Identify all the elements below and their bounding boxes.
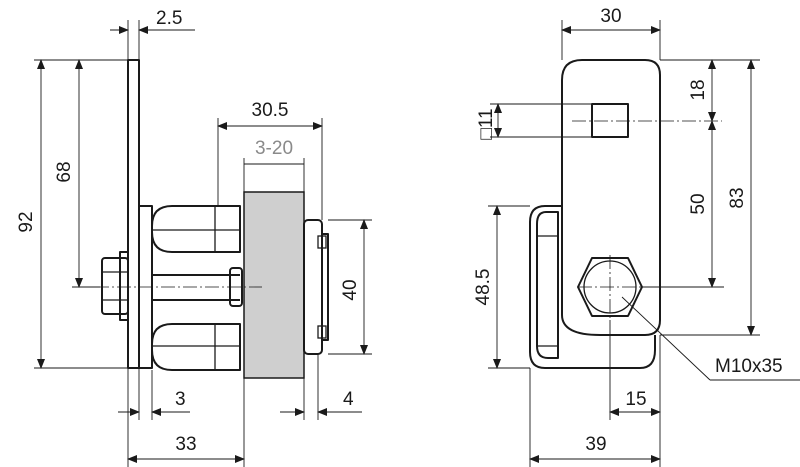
label-front-height: 83 (727, 187, 748, 208)
upper-clamp-jaw (151, 205, 241, 253)
dim-plate-thickness: 2.5 (110, 8, 195, 60)
dim-right-gap: 4 (280, 354, 362, 420)
label-plate-thickness: 2.5 (156, 8, 182, 29)
label-lower-height: 48.5 (473, 269, 494, 306)
label-bracket-width: 30.5 (252, 100, 289, 121)
dim-flange-height: 40 (328, 219, 372, 355)
dim-front-height: 83 (660, 59, 760, 336)
lower-clamp-jaw (151, 323, 241, 371)
label-top-width: 30 (600, 6, 621, 27)
label-bolt-callout: M10x35 (715, 356, 783, 377)
dim-total-height: 92 (16, 59, 128, 369)
dim-overall-depth: 33 (127, 368, 245, 467)
dim-top-offset: 18 (660, 59, 724, 122)
front-clamp-jaw (529, 205, 656, 369)
side-view: 2.5 92 68 30.5 3-20 (16, 8, 372, 467)
label-right-gap: 4 (343, 389, 354, 410)
bolt-callout: M10x35 (621, 296, 800, 381)
mounting-plate (127, 59, 140, 369)
front-view: 30 □11 18 50 83 (473, 6, 800, 467)
dim-top-width: 30 (561, 6, 661, 60)
dim-square-size: □11 (476, 103, 592, 140)
dim-bracket-width: 30.5 (217, 100, 323, 220)
dim-clamp-range: 3-20 (243, 138, 305, 192)
dim-hex-offset: 15 (609, 320, 661, 420)
dim-lower-height: 48.5 (473, 205, 530, 369)
square-hole (591, 103, 629, 138)
label-base-width: 39 (585, 434, 606, 455)
label-total-height: 92 (16, 211, 37, 232)
dim-base-width: 39 (529, 368, 661, 467)
label-top-offset: 18 (688, 79, 709, 100)
front-plate (561, 59, 661, 336)
dim-left-gap: 3 (118, 368, 190, 420)
label-hex-offset: 15 (625, 389, 646, 410)
label-left-gap: 3 (175, 389, 186, 410)
dim-upper-height: 68 (54, 59, 100, 288)
hex-nut-left (101, 251, 129, 321)
label-upper-height: 68 (54, 161, 75, 182)
flange-pad (303, 219, 329, 355)
label-hole-spacing: 50 (688, 193, 709, 214)
label-overall-depth: 33 (175, 434, 196, 455)
clamped-material (243, 191, 305, 379)
dim-hole-spacing: 50 (642, 120, 724, 288)
label-flange-height: 40 (340, 279, 361, 300)
label-clamp-range: 3-20 (255, 138, 293, 159)
label-square-size: □11 (476, 108, 497, 139)
